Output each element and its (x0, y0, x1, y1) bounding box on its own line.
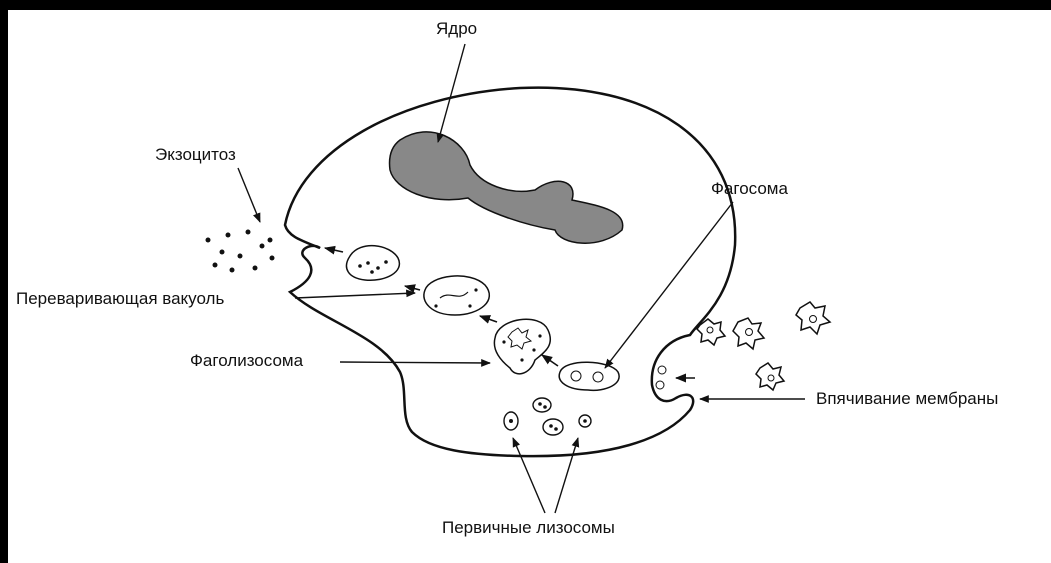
label-primary-lysosomes: Первичные лизосомы (442, 518, 615, 537)
invagination-particles (656, 366, 666, 389)
label-invagination: Впячивание мембраны (816, 389, 998, 408)
label-nucleus: Ядро (436, 19, 477, 38)
leader-lines (238, 44, 805, 513)
digestive-vacuole (424, 276, 489, 315)
label-phagosome: Фагосома (711, 179, 788, 198)
label-exocytosis: Экзоцитоз (155, 145, 236, 164)
primary-lysosomes-group (504, 398, 591, 435)
label-phagolysosome: Фаголизосома (190, 351, 304, 370)
exocytosis-particles (206, 230, 275, 273)
nucleus (389, 132, 622, 243)
phagosome (559, 362, 619, 390)
external-particles (697, 302, 830, 390)
label-digestive-vacuole: Переваривающая вакуоль (16, 289, 224, 308)
secretory-vesicle (346, 246, 399, 281)
